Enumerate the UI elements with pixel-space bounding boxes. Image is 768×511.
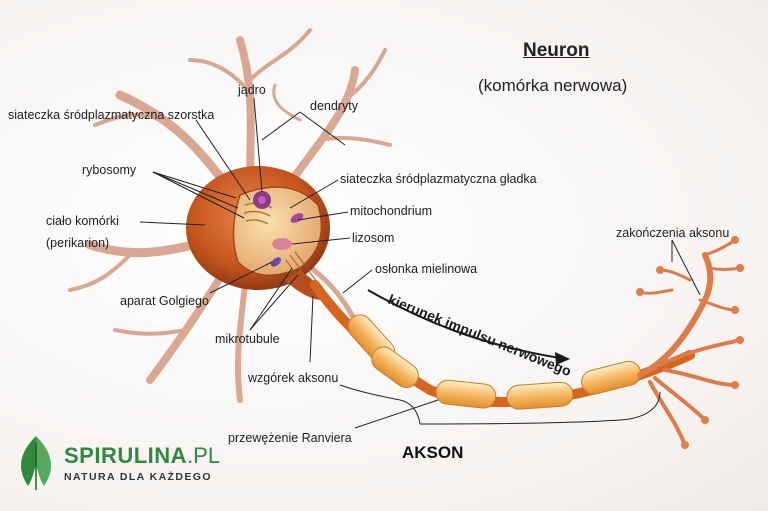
label-rough-er: siateczka śródplazmatyczna szorstka xyxy=(8,108,215,122)
label-mitochondrion: mitochondrium xyxy=(350,204,432,218)
label-node-of-ranvier: przewężenie Ranviera xyxy=(228,431,352,445)
leader-lines xyxy=(139,97,701,429)
mitochondrion xyxy=(290,213,304,223)
axon-terminals xyxy=(637,238,742,447)
label-nucleus: jądro xyxy=(238,83,266,97)
microtubules xyxy=(285,251,318,289)
label-perikaryon: (perikarion) xyxy=(46,236,110,250)
myelin-sheath xyxy=(347,314,642,410)
brand-tagline: NATURA DLA KAŻDEGO xyxy=(64,471,212,483)
label-golgi: aparat Golgiego xyxy=(120,294,209,308)
label-myelin-sheath: osłonka mielinowa xyxy=(375,262,478,276)
label-microtubules: mikrotubule xyxy=(215,332,280,346)
label-axon: AKSON xyxy=(402,443,464,462)
label-dendrites: dendryty xyxy=(310,99,358,113)
terminal-buttons xyxy=(636,236,744,449)
label-axon-hillock: wzgórek aksonu xyxy=(248,371,339,385)
label-lysosome: lizosom xyxy=(352,231,395,245)
label-axon-terminals: zakończenia aksonu xyxy=(616,226,730,240)
brand-name: SPIRULINA xyxy=(64,443,188,468)
diagram-subtitle: (komórka nerwowa) xyxy=(478,76,628,95)
brand-tld: .PL xyxy=(187,443,221,468)
leaf-icon xyxy=(21,436,51,490)
cell-body xyxy=(186,166,330,300)
label-ribosomes: rybosomy xyxy=(82,163,137,177)
diagram-title: Neuron xyxy=(523,40,590,61)
label-cell-body: ciało komórki xyxy=(46,214,119,228)
lysosome xyxy=(272,238,292,250)
brand-logo: SPIRULINA.PL NATURA DLA KAŻDEGO xyxy=(64,443,220,483)
label-smooth-er: siateczka śródplazmatyczna gładka xyxy=(340,172,537,186)
